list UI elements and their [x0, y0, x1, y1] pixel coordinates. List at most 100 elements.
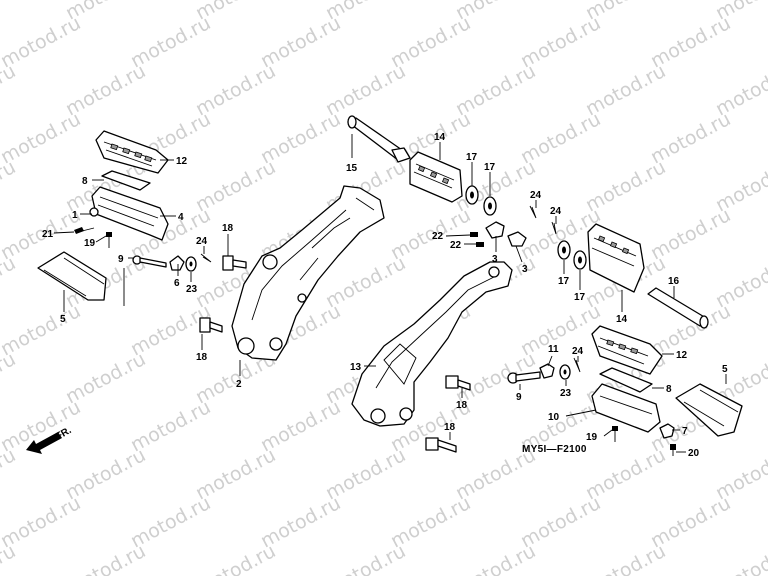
- diagram-code: MY5I—F2100: [522, 444, 587, 455]
- callout-17-a: 17: [466, 152, 478, 163]
- callout-3-b: 3: [522, 264, 528, 275]
- right-cap-7: [659, 423, 675, 439]
- pivot-pin-15: [347, 115, 411, 163]
- callout-18-top-left: 18: [222, 223, 234, 234]
- callout-2: 2: [236, 379, 242, 390]
- left-spring-6: [169, 255, 185, 271]
- watermark-text: motod.ru: [0, 0, 19, 24]
- center-washer-17b: [483, 196, 497, 216]
- callout-22-b: 22: [450, 240, 462, 251]
- right-bolt-18c: [445, 375, 471, 391]
- callout-24-b: 24: [550, 206, 562, 217]
- callout-18-right-a: 18: [456, 400, 468, 411]
- rear-peg-rubber-14a: [409, 151, 463, 203]
- right-washer-17d: [573, 250, 587, 270]
- watermark-text: motod.ru: [0, 156, 19, 216]
- right-bolt-19: [612, 426, 618, 442]
- watermark-text: motod.ru: [0, 348, 19, 408]
- callout-17-b: 17: [484, 162, 496, 173]
- left-footpeg-plate-8: [101, 170, 151, 191]
- watermark-text: motod.ru: [712, 540, 768, 576]
- watermark-text: motod.ru: [0, 12, 84, 72]
- center-bolt-22b: [476, 242, 484, 247]
- callout-labels: 12 8 4 1 21 19 9 6 23 24 18 5 2 18 15 14…: [42, 132, 728, 459]
- callout-22-a: 22: [432, 231, 444, 242]
- leader-lines: [53, 134, 727, 453]
- callout-5-left: 5: [60, 314, 66, 325]
- callout-20: 20: [688, 448, 700, 459]
- callout-6: 6: [174, 278, 180, 289]
- center-bolt-22a: [470, 232, 478, 237]
- callout-23-right: 23: [560, 388, 572, 399]
- callout-23-left: 23: [186, 284, 198, 295]
- left-cotter-24: [200, 253, 212, 263]
- left-bolt-21: [74, 227, 95, 234]
- watermark-text: motod.ru: [322, 540, 409, 576]
- callout-24-left: 24: [196, 236, 208, 247]
- right-washer-23: [559, 364, 571, 380]
- left-bolt-19: [106, 232, 112, 248]
- left-guard-5: [37, 251, 107, 301]
- center-washer-17a: [465, 185, 479, 205]
- center-spring-3b: [507, 231, 527, 247]
- callout-10: 10: [548, 412, 560, 423]
- callout-17-d: 17: [574, 292, 586, 303]
- left-footpeg-bracket-4: [89, 186, 169, 241]
- callout-7: 7: [682, 426, 688, 437]
- watermark-text: motod.ru: [0, 444, 19, 504]
- callout-12-right: 12: [676, 350, 688, 361]
- right-bolt-20: [670, 444, 676, 456]
- watermark-text: motod.ru: [0, 108, 84, 168]
- right-footpeg-plate-8: [599, 367, 653, 393]
- left-footpeg-rubber-12: [95, 130, 169, 174]
- watermark-text: motod.ru: [452, 540, 539, 576]
- pivot-pin-16: [647, 287, 709, 329]
- watermark-text: motod.ru: [62, 540, 149, 576]
- right-footpeg-bracket-10: [591, 383, 661, 433]
- right-cotter-24: [573, 357, 581, 373]
- right-spring-11: [539, 363, 555, 379]
- callout-9-left: 9: [118, 254, 124, 265]
- watermark-text: motod.ru: [0, 300, 84, 360]
- callout-18-right-b: 18: [444, 422, 456, 433]
- callout-18-lower-left: 18: [196, 352, 208, 363]
- callout-9-right: 9: [516, 392, 522, 403]
- watermark-text: motod.ru: [0, 60, 19, 120]
- left-bolt-18b: [199, 317, 223, 333]
- callout-12-left: 12: [176, 156, 188, 167]
- callout-15: 15: [346, 163, 358, 174]
- callout-8-right: 8: [666, 384, 672, 395]
- center-cotter-24a: [529, 205, 537, 219]
- watermark-text: motod.ru: [0, 492, 84, 552]
- left-bolt-18a: [222, 255, 247, 271]
- right-step-holder-13: [351, 261, 513, 427]
- left-step-holder-2: [231, 185, 385, 361]
- center-cotter-24b: [551, 221, 557, 235]
- watermark-text: motod.ru: [582, 540, 669, 576]
- watermark-text: motod.ru: [192, 540, 279, 576]
- callout-8-left: 8: [82, 176, 88, 187]
- callout-1: 1: [72, 210, 78, 221]
- callout-17-c: 17: [558, 276, 570, 287]
- callout-24-a: 24: [530, 190, 542, 201]
- right-washer-17c: [557, 240, 571, 260]
- callout-13: 13: [350, 362, 362, 373]
- left-pin-9: [132, 255, 167, 268]
- right-footpeg-rubber-12: [591, 325, 663, 375]
- callout-14-top: 14: [434, 132, 446, 143]
- callout-14-right: 14: [616, 314, 628, 325]
- right-guard-5: [675, 383, 743, 437]
- callout-19-left: 19: [84, 238, 96, 249]
- callout-24-right: 24: [572, 346, 584, 357]
- watermark-text: motod.ru: [0, 252, 19, 312]
- callout-19-right: 19: [586, 432, 598, 443]
- callout-5-right: 5: [722, 364, 728, 375]
- right-bolt-18d: [425, 437, 457, 453]
- callout-4: 4: [178, 212, 184, 223]
- left-washer-23: [185, 256, 197, 272]
- callout-16: 16: [668, 276, 680, 287]
- center-spring-3a: [485, 221, 505, 239]
